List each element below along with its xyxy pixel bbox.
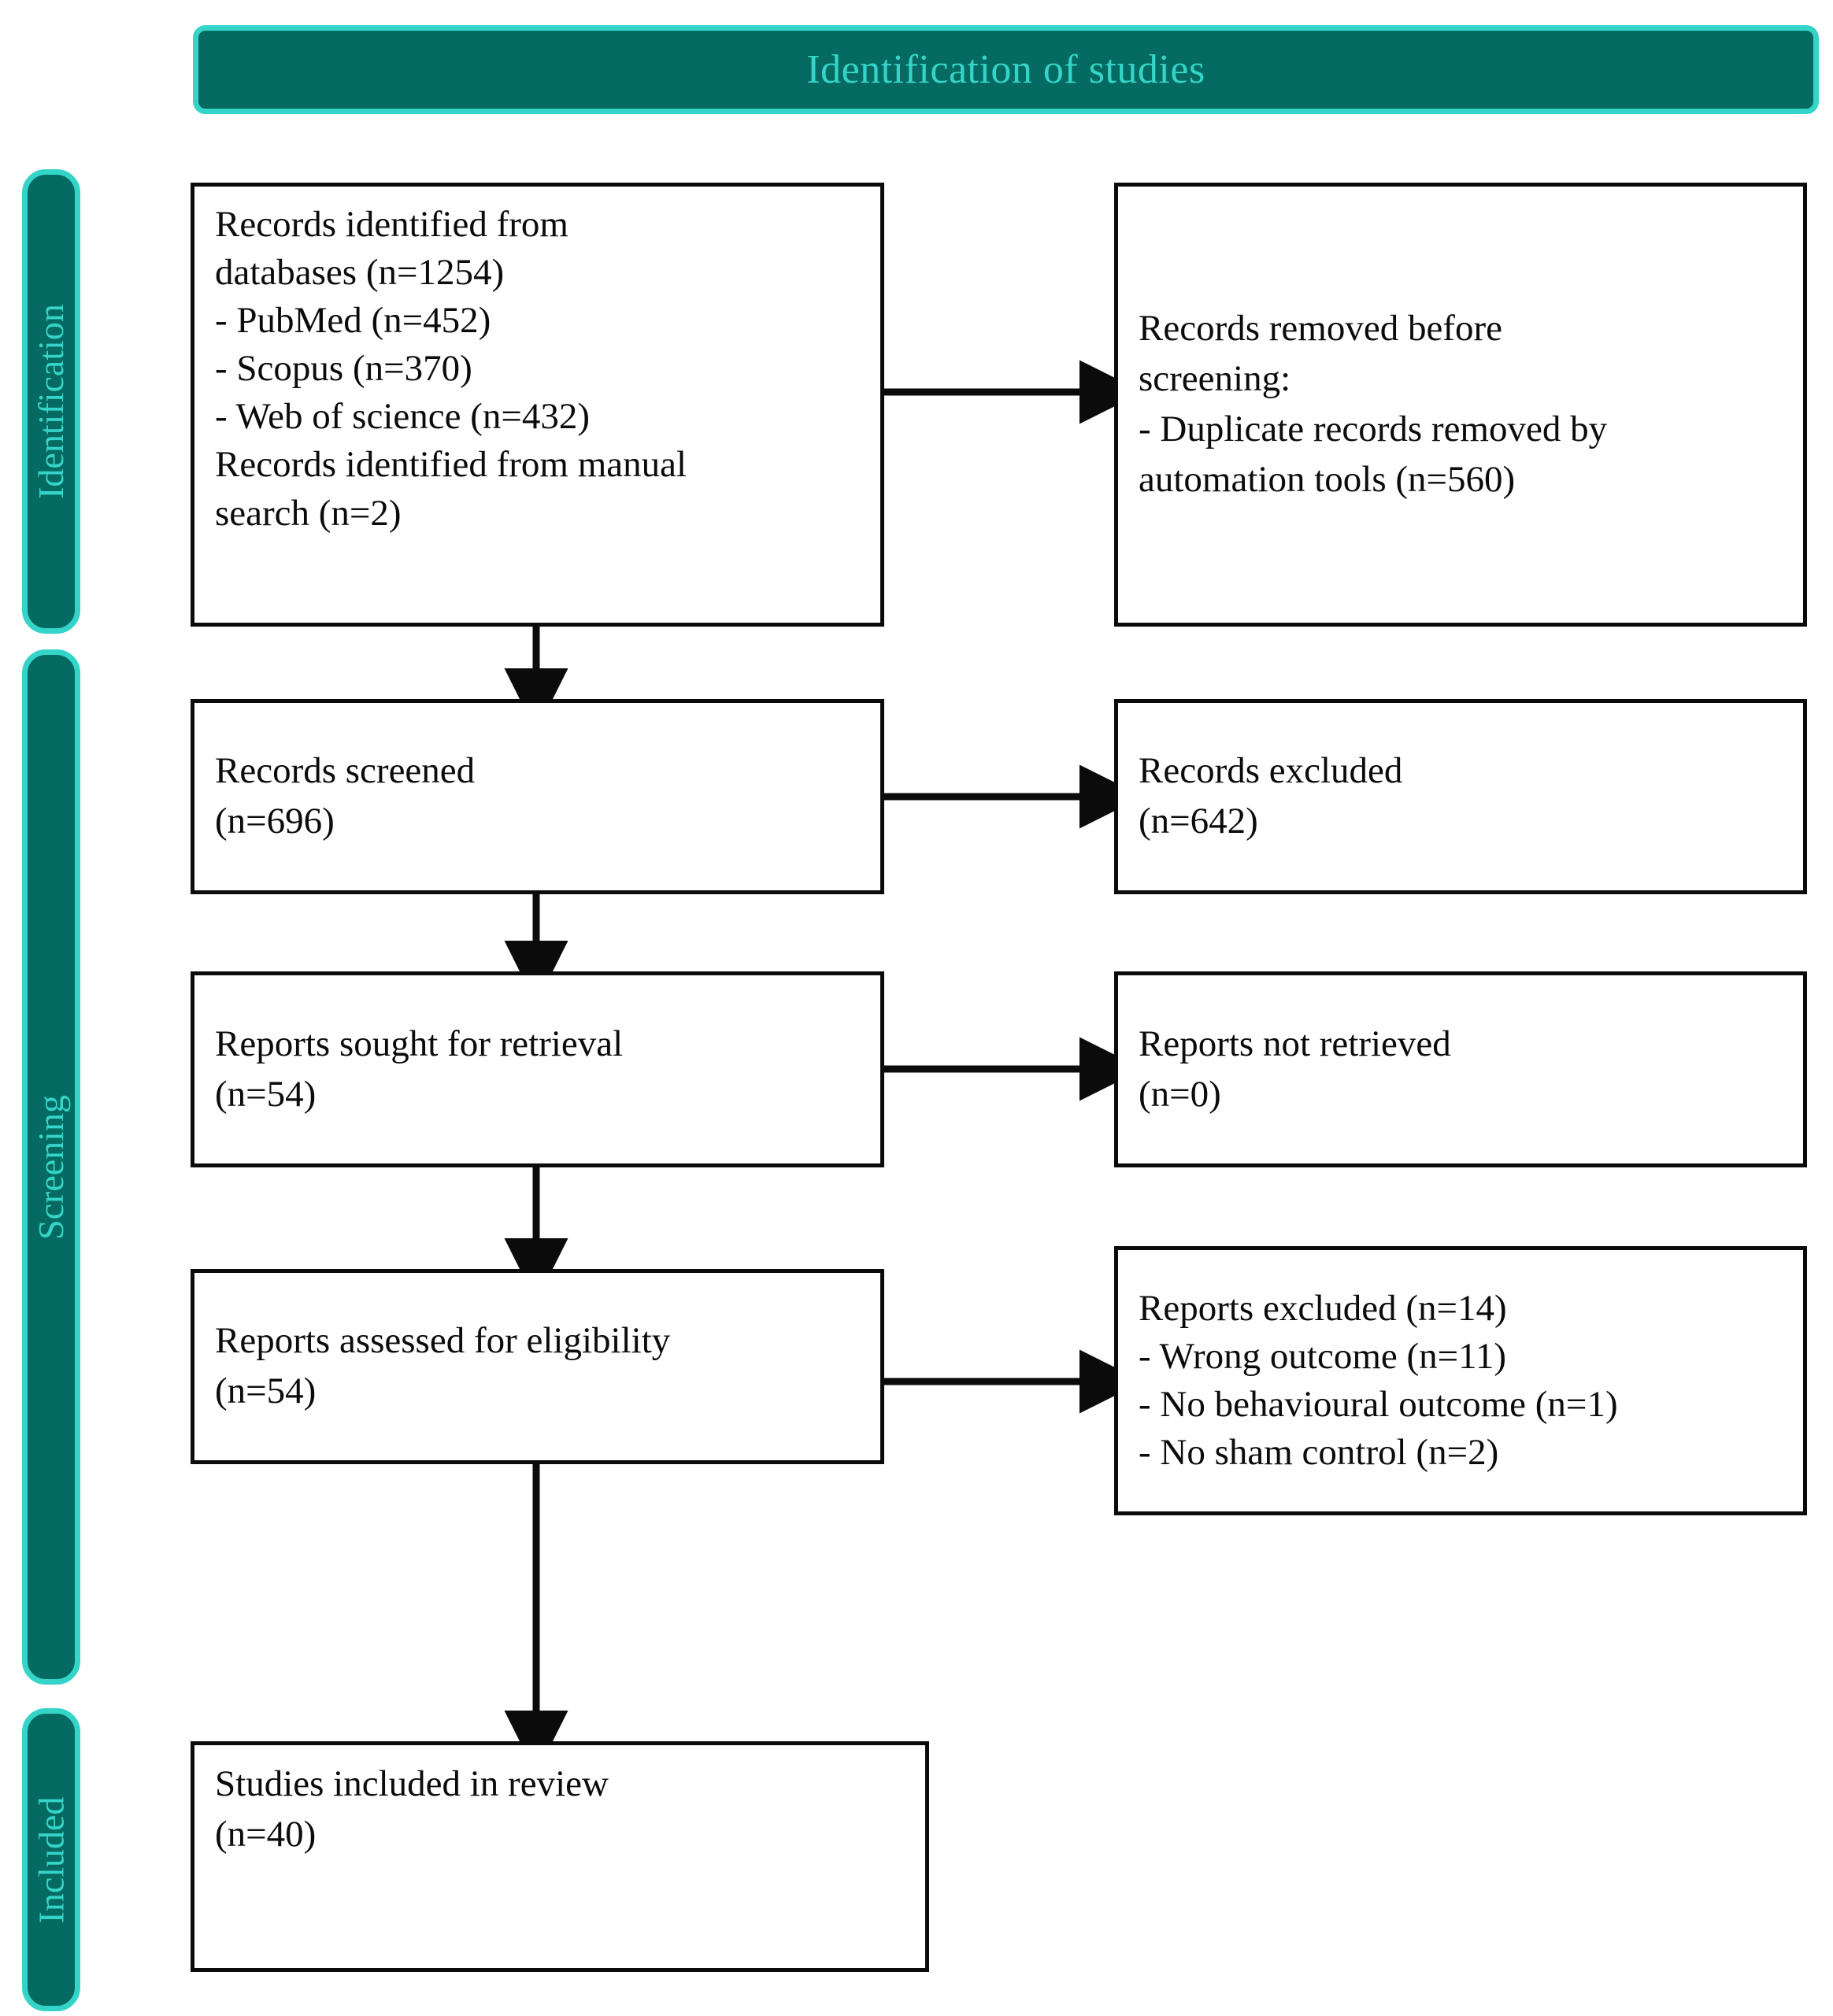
- box-records-screened-text: Records screened (n=696): [215, 750, 476, 842]
- box-records-identified-text: Records identified from databases (n=125…: [215, 204, 687, 534]
- stage-tab-screening: Screening: [22, 649, 80, 1685]
- box-reports-assessed-for-eligibility: Reports assessed for eligibility (n=54): [191, 1269, 884, 1464]
- box-records-removed-before-screening: Records removed before screening: - Dupl…: [1114, 183, 1807, 627]
- box-reports-sought-for-retrieval: Reports sought for retrieval (n=54): [191, 971, 884, 1167]
- box-reports-excluded: Reports excluded (n=14) - Wrong outcome …: [1114, 1246, 1807, 1515]
- box-studies-included-in-review: Studies included in review (n=40): [191, 1741, 929, 1972]
- box-records-removed-before-screening-text: Records removed before screening: - Dupl…: [1139, 308, 1608, 500]
- stage-tab-included: Included: [22, 1708, 80, 2011]
- box-reports-sought-for-retrieval-text: Reports sought for retrieval (n=54): [215, 1023, 624, 1115]
- box-reports-excluded-text: Reports excluded (n=14) - Wrong outcome …: [1139, 1287, 1618, 1474]
- box-reports-not-retrieved-text: Reports not retrieved (n=0): [1139, 1023, 1451, 1115]
- box-studies-included-in-review-text: Studies included in review (n=40): [215, 1763, 609, 1855]
- stage-tab-included-label: Included: [31, 1796, 71, 1923]
- stage-tab-identification-label: Identification: [31, 304, 72, 499]
- banner-identification-of-studies: Identification of studies: [193, 25, 1819, 114]
- stage-tab-screening-label: Screening: [31, 1094, 71, 1240]
- box-records-identified: Records identified from databases (n=125…: [191, 183, 884, 627]
- box-records-screened: Records screened (n=696): [191, 699, 884, 894]
- stage-tab-identification: Identification: [22, 169, 80, 634]
- box-records-excluded: Records excluded (n=642): [1114, 699, 1807, 894]
- banner-title: Identification of studies: [806, 46, 1205, 92]
- box-reports-assessed-for-eligibility-text: Reports assessed for eligibility (n=54): [215, 1320, 671, 1411]
- box-records-excluded-text: Records excluded (n=642): [1139, 750, 1403, 842]
- box-reports-not-retrieved: Reports not retrieved (n=0): [1114, 971, 1807, 1167]
